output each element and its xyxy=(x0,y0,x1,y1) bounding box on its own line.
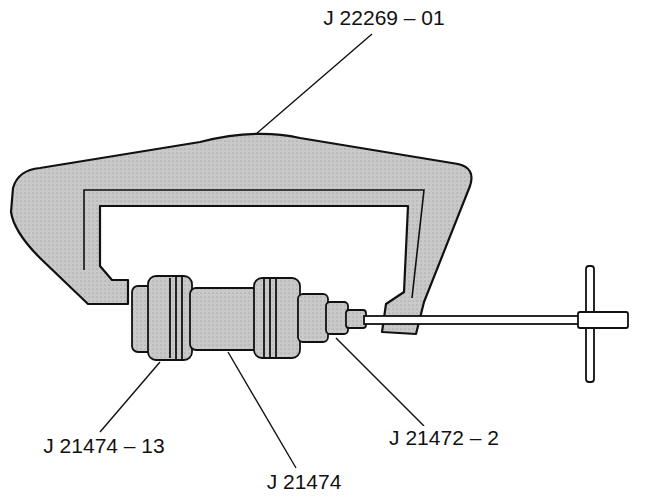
part-number: J 22269 – 01 xyxy=(321,6,446,29)
adapter-body xyxy=(132,276,366,360)
part-number: J 21474 xyxy=(265,470,344,493)
part-number: J 21474 – 13 xyxy=(41,434,166,457)
frame-ridge xyxy=(84,190,424,298)
leader-line xyxy=(100,34,424,468)
part-number: J 21472 – 2 xyxy=(387,426,501,449)
screw xyxy=(364,266,628,382)
